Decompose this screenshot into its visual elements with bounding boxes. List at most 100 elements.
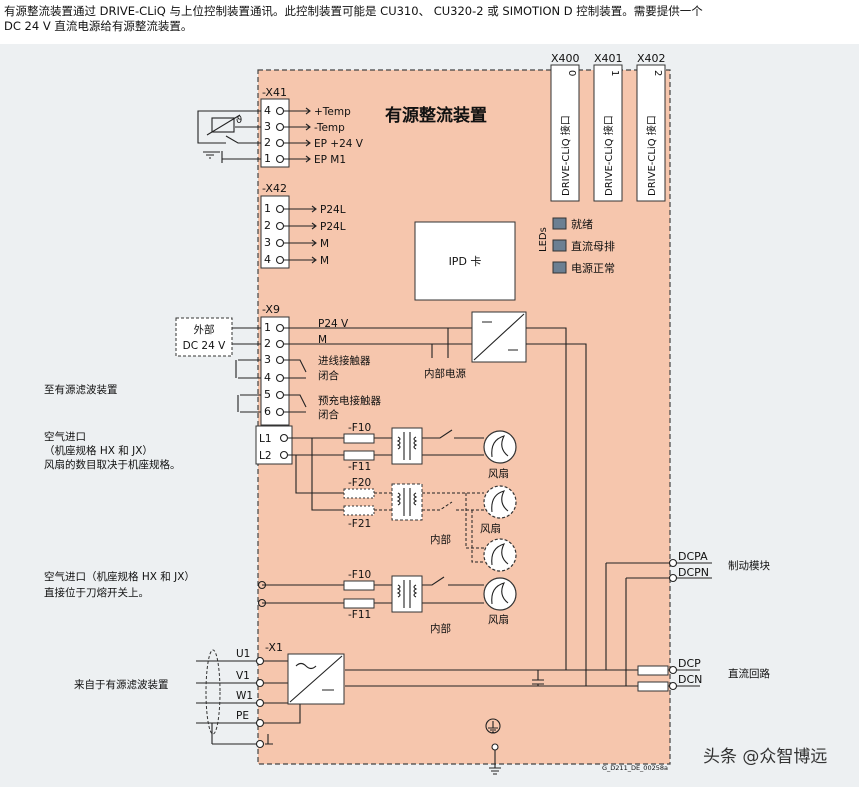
port-connector-label: X401 — [594, 52, 623, 65]
port-connector-label: X400 — [551, 52, 580, 65]
drawing-id: G_D211_DE_00258a — [602, 764, 668, 772]
dc-link-label: 直流回路 — [728, 667, 770, 680]
x41-pin-label: -Temp — [314, 122, 345, 134]
fan-terminal-l2: L2 — [259, 450, 272, 462]
fan-icon — [483, 430, 517, 464]
fuse-label: -F10 — [348, 422, 371, 434]
converter-symbol — [473, 313, 525, 361]
fuse-label: -F11 — [348, 461, 371, 473]
x9-pin-label: 闭合 — [318, 408, 339, 421]
air-inlet-line2: （机座规格 HX 和 JX） — [44, 444, 153, 457]
external-supply-line2: DC 24 V — [183, 340, 226, 352]
fuse-label: -F10 — [348, 569, 371, 581]
x41-pin-label: +Temp — [314, 106, 351, 118]
port-connector-label: X402 — [637, 52, 666, 65]
dc-output-label: DCPA — [678, 550, 708, 563]
drive-cliq-port-x402[interactable]: X402 2 DRIVE-CLiQ 接口 — [636, 52, 666, 202]
ground-icon — [485, 718, 501, 775]
x9-pin-label: M — [318, 334, 327, 346]
fuse-label: -F11 — [348, 609, 371, 621]
leds-group-label: LEDs — [538, 227, 549, 252]
caption-line-1: 有源整流装置通过 DRIVE-CLiQ 与上位控制装置通讯。此控制装置可能是 C… — [4, 4, 703, 18]
fuse-label: -F20 — [348, 477, 371, 489]
port-frame — [636, 64, 666, 202]
rectifier-symbol — [289, 655, 343, 703]
fan-circuits: -F10 -F11 -F20 -F21 -F10 -F11 风扇 — [257, 422, 517, 635]
air-inlet-direct-line1: 空气进口（机座规格 HX 和 JX） — [44, 570, 195, 583]
dc-fuse-dcp — [637, 665, 669, 676]
external-supply-box — [175, 317, 233, 357]
fuse-f21 — [343, 505, 375, 516]
caption-line-2: DC 24 V 直流电源给有源整流装置。 — [4, 19, 193, 33]
terminal-x1: -X1 U1 V1 W1 PE — [196, 641, 301, 749]
port-label: DRIVE-CLiQ 接口 — [602, 115, 615, 196]
ipd-card-label: IPD 卡 — [449, 255, 482, 268]
fan-icon — [483, 485, 517, 519]
x9-pin-num: 4 — [264, 371, 271, 384]
x41-name: -X41 — [262, 86, 287, 99]
watermark: 头条 @众智博远 — [703, 747, 827, 767]
fan-transformer — [391, 575, 423, 613]
fuse-f20 — [343, 488, 375, 499]
to-line-filter-label: 至有源滤波装置 — [44, 383, 118, 396]
fan-label: 风扇 — [488, 467, 509, 480]
x1-pin-label: U1 — [236, 648, 250, 660]
terminal-x42: -X42 1 2 3 4 P24L P24L M M — [260, 182, 346, 269]
terminal-x41: -X41 4 3 2 1 ϑ +Temp -Temp EP +24 V EP M… — [197, 86, 364, 168]
port-number: 1 — [609, 70, 620, 76]
x1-name: -X1 — [265, 641, 283, 654]
x42-pin-label: P24L — [320, 221, 346, 233]
fan-icon — [483, 538, 517, 572]
x42-block — [260, 195, 290, 269]
x42-pin-label: P24L — [320, 204, 346, 216]
internal-label: 内部 — [430, 622, 451, 635]
led-ready-indicator — [552, 217, 567, 230]
x9-pin-label: P24 V — [318, 318, 349, 330]
module-title: 有源整流装置 — [385, 105, 487, 126]
x42-pin-num: 2 — [264, 219, 271, 232]
dc-fuse-dcn — [637, 681, 669, 692]
dc-output-label: DCPN — [678, 566, 709, 579]
port-frame — [550, 64, 580, 202]
led-dc-link-indicator — [552, 239, 567, 252]
x9-pin-num: 5 — [264, 388, 271, 401]
x41-pin-label: EP M1 — [314, 154, 346, 166]
fuse-f10 — [343, 433, 375, 444]
fuse-f10-b — [343, 580, 375, 591]
x41-pin-num: 4 — [264, 104, 271, 117]
fan-icon — [483, 577, 517, 611]
from-filter-label: 来自于有源滤波装置 — [74, 678, 169, 691]
port-label: DRIVE-CLiQ 接口 — [559, 115, 572, 196]
x9-pin-num: 3 — [264, 353, 271, 366]
ipd-card: IPD 卡 — [414, 221, 516, 301]
x1-pin-label: PE — [236, 710, 249, 722]
x42-pin-num: 4 — [264, 253, 271, 266]
drive-cliq-port-x400[interactable]: X400 0 DRIVE-CLiQ 接口 — [550, 52, 580, 202]
external-24v-supply: 外部 DC 24 V — [175, 317, 233, 357]
drive-cliq-port-x401[interactable]: X401 1 DRIVE-CLiQ 接口 — [593, 52, 623, 202]
external-supply-line1: 外部 — [194, 323, 215, 336]
drive-cliq-ports: X400 0 DRIVE-CLiQ 接口 X401 1 DRIVE-CLiQ 接… — [550, 52, 666, 202]
dc-output-terminals — [668, 558, 678, 691]
dc-output-label: DCP — [678, 657, 701, 670]
x42-pin-num: 1 — [264, 202, 271, 215]
braking-module-label: 制动模块 — [728, 559, 770, 572]
x9-pin-num: 1 — [264, 321, 271, 334]
air-inlet-line3: 风扇的数目取决于机座规格。 — [44, 458, 181, 471]
led-dc-link-label: 直流母排 — [571, 239, 615, 253]
x42-pin-label: M — [320, 255, 329, 267]
port-number: 0 — [566, 70, 577, 76]
x9-block — [260, 316, 290, 426]
x9-pin-num: 2 — [264, 337, 271, 350]
x9-pin-num: 6 — [264, 405, 271, 418]
x9-pin-label: 进线接触器 — [318, 354, 371, 367]
air-inlet-direct-line2: 直接位于刀熔开关上。 — [44, 586, 149, 599]
fan-label: 风扇 — [480, 522, 501, 535]
fuse-f11-b — [343, 598, 375, 609]
air-inlet-line1: 空气进口 — [44, 430, 86, 443]
theta-symbol: ϑ — [236, 115, 242, 126]
x1-pin-label: V1 — [236, 670, 250, 682]
x42-name: -X42 — [262, 182, 287, 195]
port-number: 2 — [652, 70, 663, 76]
internal-supply-label: 内部电源 — [424, 367, 466, 380]
